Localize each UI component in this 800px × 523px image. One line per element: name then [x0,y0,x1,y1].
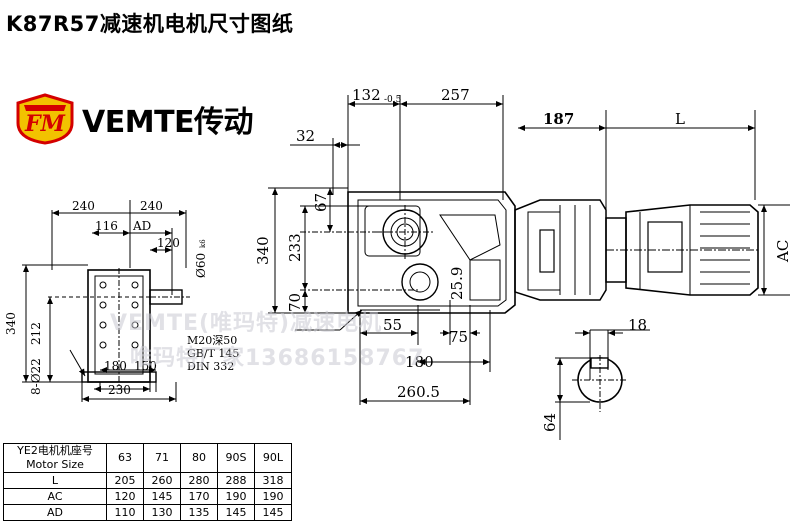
dim-l: L [675,110,685,128]
table-cell: 190 [217,488,255,505]
dim-257: 257 [441,86,470,104]
table-cell: 145 [143,488,181,505]
dim-340-front: 340 [4,312,18,335]
row-label: AD [3,504,107,521]
table-cell: 260 [143,472,181,489]
dim-67: 67 [312,193,330,212]
brand-logo: FM [16,93,74,145]
table-cell: 145 [217,504,255,521]
dim-shaft-dia: Ø60 [194,253,208,278]
row-label: L [3,472,107,489]
size-cell: 80 [180,443,218,473]
thread-note-line1: M20深50 [187,334,237,347]
front-view-labels: 240 240 116 AD 120 Ø60 k6 340 212 8-Ø22 … [4,199,208,397]
watermark-line-1: VEMTE(唯玛特)减速电机 [110,311,383,336]
dim-132: 132 [352,86,381,104]
dim-ac: AC [774,240,792,263]
dim-shaft-tol: k6 [199,239,207,248]
brand-name: VEMTE传动 [82,105,254,140]
motor-spec-table: YE2电机机座号 Motor Size 63 71 80 90S 90L L 2… [3,443,292,521]
table-cell: 135 [180,504,218,521]
table-cell: 120 [106,488,144,505]
row-label: AC [3,488,107,505]
dim-340-side: 340 [254,236,272,265]
table-cell: 130 [143,504,181,521]
table-cell: 288 [217,472,255,489]
dim-260-5: 260.5 [397,383,440,401]
dim-187: 187 [543,110,574,128]
dim-212: 212 [29,322,43,345]
table-row: AC 120 145 170 190 190 [3,488,292,505]
dim-32: 32 [296,127,315,145]
table-cell: 280 [180,472,218,489]
dim-55: 55 [383,316,402,334]
size-cell: 90S [217,443,255,473]
dim-70: 70 [286,293,304,312]
dim-18: 18 [628,316,647,334]
size-cell: 90L [254,443,292,473]
table-cell: 145 [254,504,292,521]
logo-letters: FM [24,111,66,137]
shaft-detail-labels: 18 64 [541,316,647,432]
front-view [22,200,190,402]
thread-note-line3: DIN 332 [187,360,234,373]
table-header-label: YE2电机机座号 Motor Size [3,443,107,473]
dim-132-tol: -0.5 [384,95,402,105]
table-row: AD 110 130 135 145 145 [3,504,292,521]
table-row: L 205 260 280 288 318 [3,472,292,489]
table-header-row: YE2电机机座号 Motor Size 63 71 80 90S 90L [3,443,292,473]
dim-240-right: 240 [140,199,163,213]
dim-180-side: 180 [405,353,434,371]
dim-25-9: 25.9 [448,267,466,300]
size-cell: 63 [106,443,144,473]
dim-bolt-holes: 8-Ø22 [29,358,43,395]
watermark-line-2: 唯玛特厂家13686158767 [130,346,425,371]
thread-note-line2: GB/T 145 [187,347,239,360]
side-view-labels: 132 -0.5 257 187 L 32 67 340 233 70 25.9… [254,86,792,401]
header-label-cn: YE2电机机座号 [17,444,93,457]
dim-233: 233 [286,233,304,262]
table-cell: 190 [254,488,292,505]
table-cell: 318 [254,472,292,489]
shaft-detail [555,329,650,440]
table-cell: 110 [106,504,144,521]
page-title: K87R57减速机电机尺寸图纸 [6,12,294,36]
header-label-en: Motor Size [26,458,84,471]
dim-75: 75 [449,328,468,346]
dim-120: 120 [157,236,180,250]
dim-64: 64 [541,413,559,432]
dim-180-front: 180 [104,359,127,373]
dim-116: 116 [95,219,118,233]
dim-240-left: 240 [72,199,95,213]
thread-note: M20深50 GB/T 145 DIN 332 [187,334,239,373]
dim-230: 230 [108,383,131,397]
dim-ad: AD [132,219,151,233]
dim-150: 150 [134,359,157,373]
table-cell: 170 [180,488,218,505]
table-cell: 205 [106,472,144,489]
size-cell: 71 [143,443,181,473]
side-view [268,95,790,405]
